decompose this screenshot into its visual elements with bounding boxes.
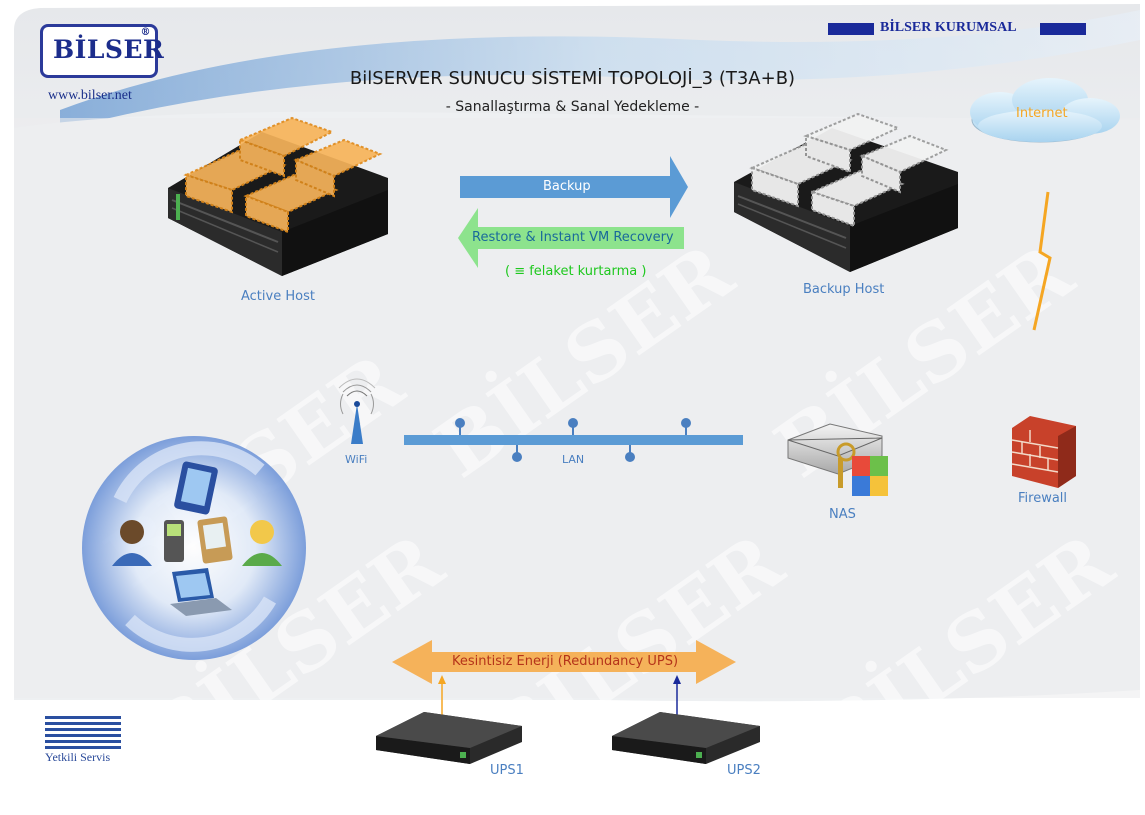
restore-arrow xyxy=(458,208,684,268)
ups2-icon xyxy=(612,712,760,764)
brand-bar-left xyxy=(828,23,874,35)
nas-label: NAS xyxy=(829,507,856,522)
ups2-label: UPS2 xyxy=(727,763,761,778)
brand-label: BİLSER KURUMSAL xyxy=(880,20,1017,35)
backup-arrow-label: Backup xyxy=(543,179,591,194)
backup-host-server-icon xyxy=(734,112,958,272)
ups1-icon xyxy=(376,712,522,764)
firewall-icon xyxy=(1011,416,1076,488)
wifi-label: WiFi xyxy=(345,453,368,466)
page-title: BilSERVER SUNUCU SİSTEMİ TOPOLOJİ_3 (T3A… xyxy=(349,68,796,89)
brand-bar-right xyxy=(1040,23,1086,35)
pda-icon xyxy=(197,516,233,564)
lan-label: LAN xyxy=(562,453,585,466)
ups1-label: UPS1 xyxy=(490,763,524,778)
user-devices-group xyxy=(82,436,306,660)
lan-bus xyxy=(404,418,743,462)
ibm-logo xyxy=(45,716,121,749)
wifi-tower-icon xyxy=(338,378,376,444)
laptop-icon xyxy=(170,568,232,616)
registered-mark: ® xyxy=(140,27,151,38)
active-host-server-icon xyxy=(168,116,388,276)
ups-link-arrow xyxy=(392,640,736,684)
brand-banner: BİLSER KURUMSAL xyxy=(828,20,1088,38)
active-host-label: Active Host xyxy=(241,289,315,304)
internet-cloud-icon xyxy=(970,78,1120,143)
backup-arrow xyxy=(460,156,688,218)
phone-icon xyxy=(164,520,184,562)
bilser-logo: BİLSER ® xyxy=(40,24,164,78)
user-avatar-icon xyxy=(242,520,282,566)
nas-icon xyxy=(787,423,888,496)
ibm-caption: Yetkili Servis xyxy=(45,750,111,764)
ups-link-label: Kesintisiz Enerji (Redundancy UPS) xyxy=(452,654,679,669)
restore-arrow-label: Restore & Instant VM Recovery xyxy=(472,230,674,245)
disaster-recovery-note: ( ≡ felaket kurtarma ) xyxy=(505,264,647,279)
internet-link-lightning xyxy=(1032,191,1052,331)
user-avatar-icon xyxy=(112,520,152,566)
website-link[interactable]: www.bilser.net xyxy=(48,88,132,103)
internet-label: Internet xyxy=(1016,106,1068,121)
firewall-label: Firewall xyxy=(1018,491,1068,506)
tablet-icon xyxy=(174,461,218,515)
logo-text: BİLSER xyxy=(53,35,165,64)
backup-host-label: Backup Host xyxy=(803,282,885,297)
page-subtitle: - Sanallaştırma & Sanal Yedekleme - xyxy=(445,99,700,115)
